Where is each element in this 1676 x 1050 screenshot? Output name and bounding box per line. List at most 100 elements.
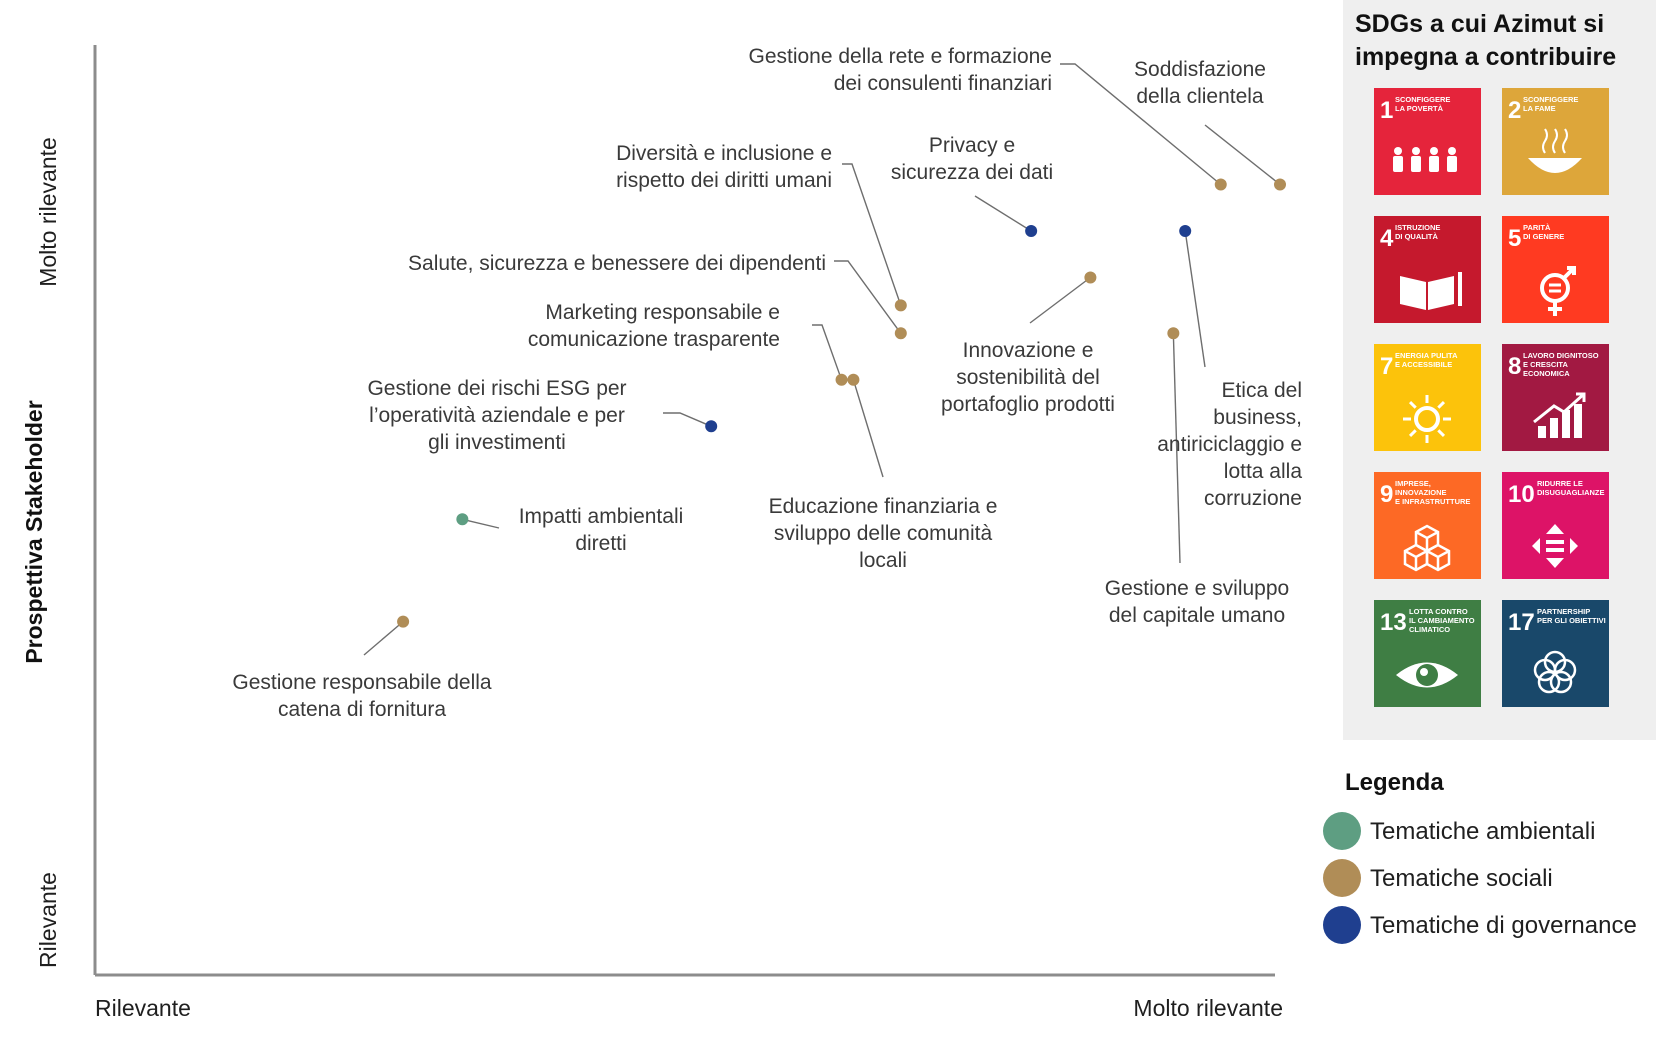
sdg-tile-caption: DISUGUAGLIANZE <box>1537 488 1605 497</box>
sdg-tile-number: 9 <box>1380 481 1393 508</box>
sdg-tile-number: 1 <box>1380 97 1393 124</box>
sdg-tile-caption: ISTRUZIONE <box>1395 223 1440 232</box>
eye-earth-icon <box>1396 662 1458 688</box>
y-tick-label-high: Molto rilevante <box>35 137 61 287</box>
data-point <box>1274 178 1286 191</box>
sdg-tile-caption: SCONFIGGERE <box>1523 95 1578 104</box>
issue-label: Privacy e sicurezza dei dati <box>891 134 1053 184</box>
issue-label-line: Gestione responsabile della <box>232 671 491 694</box>
issue-label-line: lotta alla <box>1224 460 1303 483</box>
issue-label-line: diretti <box>575 532 626 555</box>
issue-label-line: Innovazione e <box>963 339 1094 362</box>
gender-equality-icon <box>1540 266 1576 316</box>
leader-line <box>1172 333 1181 564</box>
sun-power-icon <box>1403 395 1451 443</box>
issue-label-line: sviluppo delle comunità <box>774 522 993 545</box>
leader-line <box>663 412 712 427</box>
sdg-tile-caption: LOTTA CONTRO <box>1409 607 1468 616</box>
sdg-panel-title-line-2: impegna a contribuire <box>1355 43 1616 71</box>
sdg-tile-number: 8 <box>1508 353 1521 380</box>
legend-label-soc: Tematiche sociali <box>1370 865 1553 892</box>
sdg-tile-caption: CLIMATICO <box>1409 625 1450 634</box>
legend-swatch-gov <box>1323 906 1361 944</box>
growth-chart-icon <box>1533 392 1586 438</box>
issue-label-line: Educazione finanziaria e <box>769 495 998 518</box>
legend-label-amb: Tematiche ambientali <box>1370 818 1595 845</box>
issue-label-line: sostenibilità del <box>956 366 1100 389</box>
sdg-tile-caption: E CRESCITA <box>1523 360 1568 369</box>
issue-label-line: Gestione e sviluppo <box>1105 577 1289 600</box>
sdg-tile-caption: PARITÀ <box>1523 223 1551 232</box>
sdg-tile-caption: E ACCESSIBILE <box>1395 360 1452 369</box>
data-point <box>894 299 907 312</box>
sdg-tile-background <box>1374 88 1481 195</box>
issue-label: Gestione della rete e formazione dei cons… <box>748 45 1052 95</box>
issue-label-line: Privacy e <box>929 134 1015 157</box>
sdg-tile-caption: DI QUALITÀ <box>1395 232 1438 241</box>
issue-label-line: l’operatività aziendale e per <box>369 404 625 427</box>
issue-labels: Gestione della rete e formazione dei cons… <box>232 45 1302 721</box>
issue-label-line: della clientela <box>1136 85 1264 108</box>
x-tick-label-high: Molto rilevante <box>1133 995 1283 1021</box>
data-point <box>1025 225 1038 237</box>
data-point <box>894 327 907 340</box>
issue-label-line: dei consulenti finanziari <box>834 72 1052 95</box>
data-point <box>847 373 860 386</box>
issue-label-line: antiriciclaggio e <box>1157 433 1302 456</box>
sdg-tile-caption: PARTNERSHIP <box>1537 607 1590 616</box>
sdg-tile-caption: E INFRASTRUTTURE <box>1395 497 1470 506</box>
issue-label-line: Salute, sicurezza e benessere dei dipend… <box>408 252 826 275</box>
issue-label: Impatti ambientali diretti <box>519 505 684 555</box>
sdg-tile-caption: IL CAMBIAMENTO <box>1409 616 1475 625</box>
issue-label-line: rispetto dei diritti umani <box>616 169 832 192</box>
leader-line <box>812 324 843 381</box>
issue-label-line: Soddisfazione <box>1134 58 1266 81</box>
issue-label-line: sicurezza dei dati <box>891 161 1053 184</box>
sdg-tile-number: 7 <box>1380 353 1393 380</box>
sdg-tile-caption: SCONFIGGERE <box>1395 95 1450 104</box>
issue-label-line: corruzione <box>1204 487 1302 510</box>
rings-icon <box>1533 650 1577 694</box>
issue-label: Soddisfazione della clientela <box>1134 58 1266 108</box>
sdg-tile-number: 2 <box>1508 97 1521 124</box>
sdg-tile-caption: PER GLI OBIETTIVI <box>1537 616 1606 625</box>
data-point <box>1214 178 1227 191</box>
y-tick-label-low: Rilevante <box>35 872 61 968</box>
equality-arrows-icon <box>1532 524 1578 568</box>
leader-line <box>363 621 404 656</box>
legend-title: Legenda <box>1345 769 1444 796</box>
leader-line <box>852 379 884 478</box>
sdg-tile-caption: ENERGIA PULITA <box>1395 351 1458 360</box>
issue-label-line: Gestione della rete e formazione <box>748 45 1052 68</box>
issue-label-line: Marketing responsabile e <box>545 301 780 324</box>
sdg-tile-caption: ECONOMICA <box>1523 369 1570 378</box>
issue-label-line: Impatti ambientali <box>519 505 684 528</box>
sdg-tile-caption: LAVORO DIGNITOSO <box>1523 351 1599 360</box>
issue-label: Educazione finanziaria e sviluppo delle c… <box>769 495 998 572</box>
sdg-tile-caption: LA POVERTÀ <box>1395 104 1444 113</box>
data-point <box>1167 327 1180 340</box>
issue-label-line: locali <box>859 549 907 572</box>
sdg-tile-number: 5 <box>1508 225 1521 252</box>
data-point <box>456 513 469 526</box>
sdg-panel-title-line-1: SDGs a cui Azimut si <box>1355 10 1604 38</box>
sdg-tile-caption: IMPRESE, <box>1395 479 1431 488</box>
sdg-tile-caption: DI GENERE <box>1523 232 1564 241</box>
legend-swatch-soc <box>1323 859 1361 897</box>
leader-line <box>834 260 902 334</box>
leader-line <box>1184 230 1206 368</box>
family-icon <box>1393 147 1457 172</box>
cubes-icon <box>1403 524 1451 572</box>
sdg-tile-background <box>1374 216 1481 323</box>
